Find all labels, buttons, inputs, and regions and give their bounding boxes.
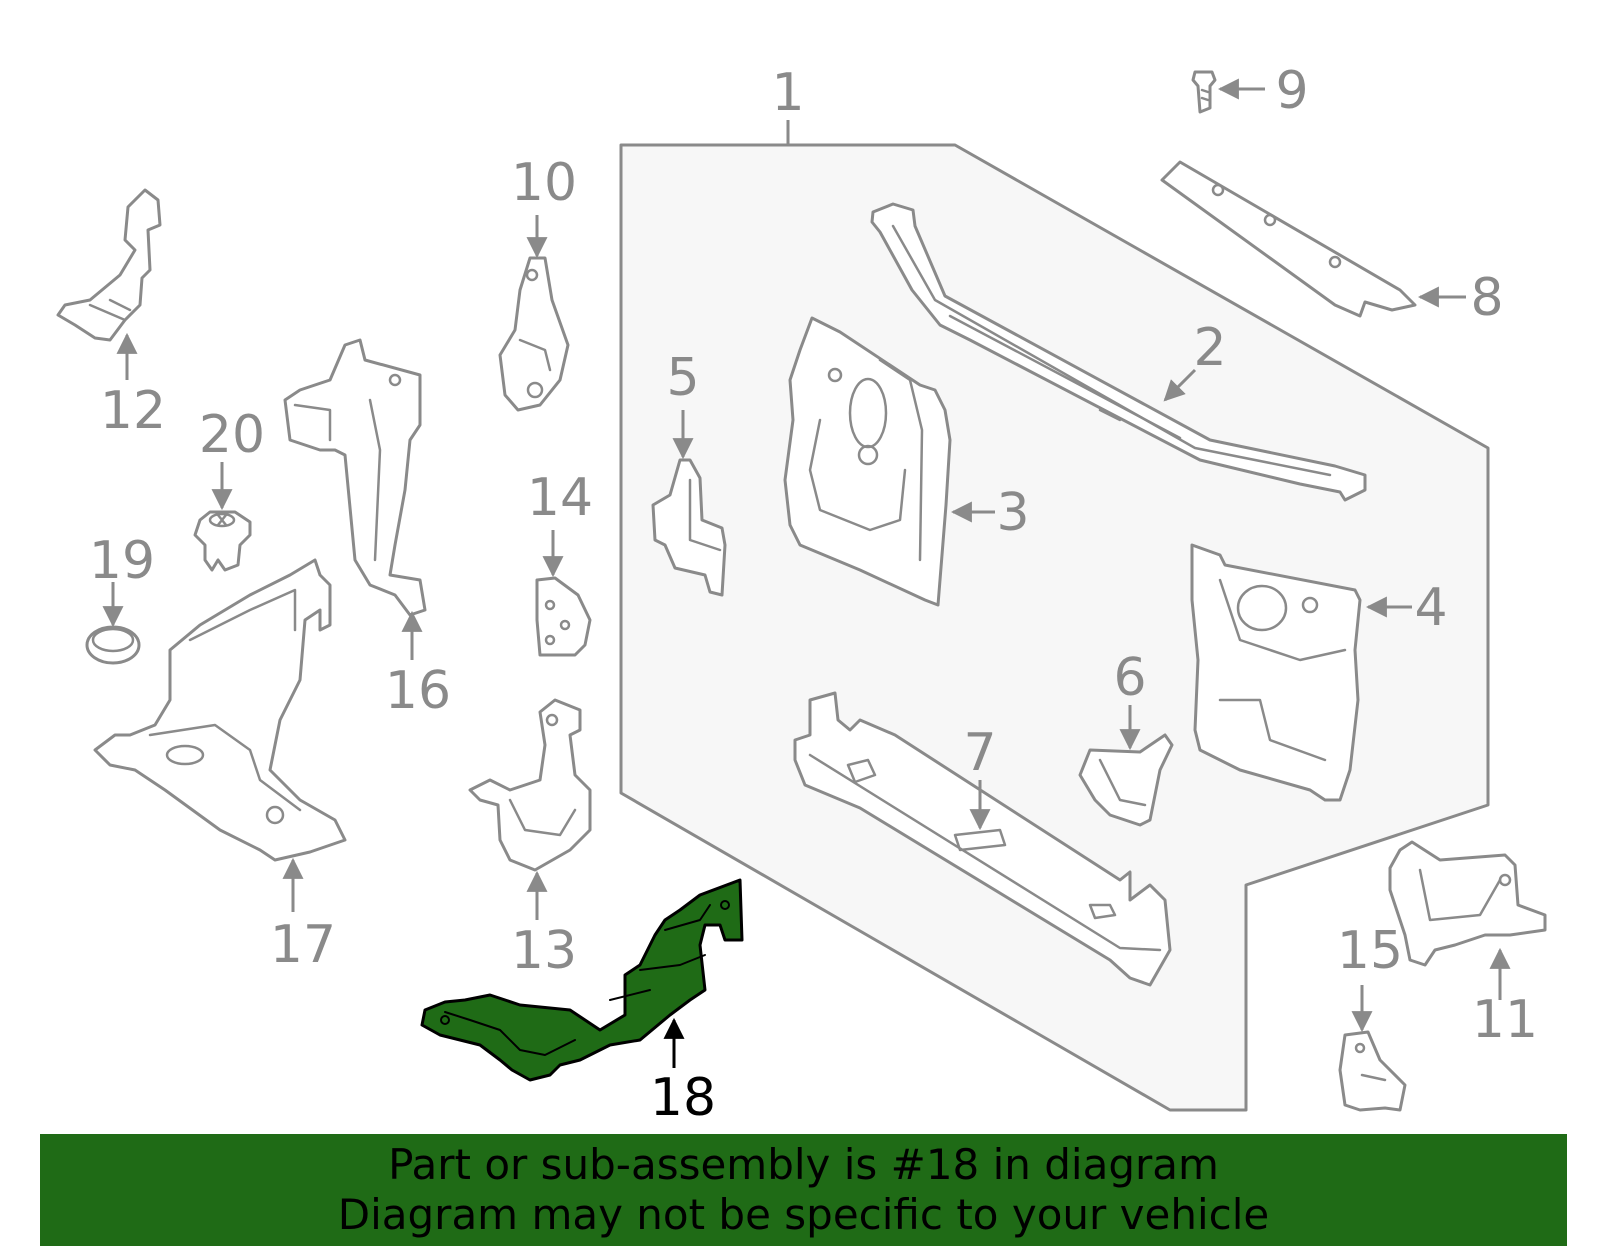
- info-banner: Part or sub-assembly is #18 in diagram D…: [40, 1134, 1567, 1246]
- part-2-upper-tie-bar[interactable]: [870, 202, 1367, 502]
- part-10-bracket[interactable]: [498, 256, 570, 412]
- part-17-bracket[interactable]: [93, 558, 347, 862]
- part-5-bracket[interactable]: [651, 458, 727, 597]
- callout-8: 8: [1470, 268, 1503, 328]
- part-14-plate[interactable]: [535, 576, 592, 657]
- part-20-clip[interactable]: [193, 510, 252, 572]
- callout-4: 4: [1414, 578, 1447, 638]
- callout-7: 7: [963, 723, 996, 783]
- callout-13: 13: [511, 921, 577, 981]
- part-8-reinforcement[interactable]: [1160, 160, 1417, 318]
- callout-14: 14: [527, 468, 593, 528]
- part-4-side-panel[interactable]: [1190, 543, 1362, 802]
- callout-20: 20: [199, 405, 265, 465]
- banner-line-1: Part or sub-assembly is #18 in diagram: [388, 1140, 1219, 1189]
- part-12-bracket[interactable]: [56, 188, 162, 342]
- callout-1: 1: [771, 63, 804, 123]
- part-13-bracket[interactable]: [468, 698, 592, 872]
- part-3-side-panel[interactable]: [783, 316, 952, 607]
- part-18-highlighted[interactable]: [420, 878, 744, 1082]
- callout-labels: 1 2 3 4 5 6 7 8 9 10 11 12 13 14 15 16 1…: [89, 61, 1538, 1128]
- callout-6: 6: [1113, 648, 1146, 708]
- callout-5: 5: [666, 348, 699, 408]
- callout-15: 15: [1337, 921, 1403, 981]
- part-15-plate[interactable]: [1338, 1030, 1407, 1112]
- callout-17: 17: [270, 915, 336, 975]
- part-11-bracket[interactable]: [1388, 840, 1547, 967]
- callout-10: 10: [511, 153, 577, 213]
- callout-2: 2: [1193, 318, 1226, 378]
- callout-3: 3: [996, 483, 1029, 543]
- callout-19: 19: [89, 531, 155, 591]
- callout-12: 12: [100, 381, 166, 441]
- callout-18: 18: [650, 1068, 716, 1128]
- leader-lines: [102, 78, 1511, 1068]
- callout-11: 11: [1472, 990, 1538, 1050]
- banner-line-2: Diagram may not be specific to your vehi…: [337, 1190, 1270, 1239]
- part-19-plug[interactable]: [85, 625, 141, 665]
- part-6-bracket[interactable]: [1078, 733, 1174, 827]
- callout-9: 9: [1275, 61, 1308, 121]
- callout-16: 16: [385, 661, 451, 721]
- part-7-lower-tie-bar[interactable]: [793, 691, 1172, 987]
- part-9-clip[interactable]: [1191, 70, 1217, 114]
